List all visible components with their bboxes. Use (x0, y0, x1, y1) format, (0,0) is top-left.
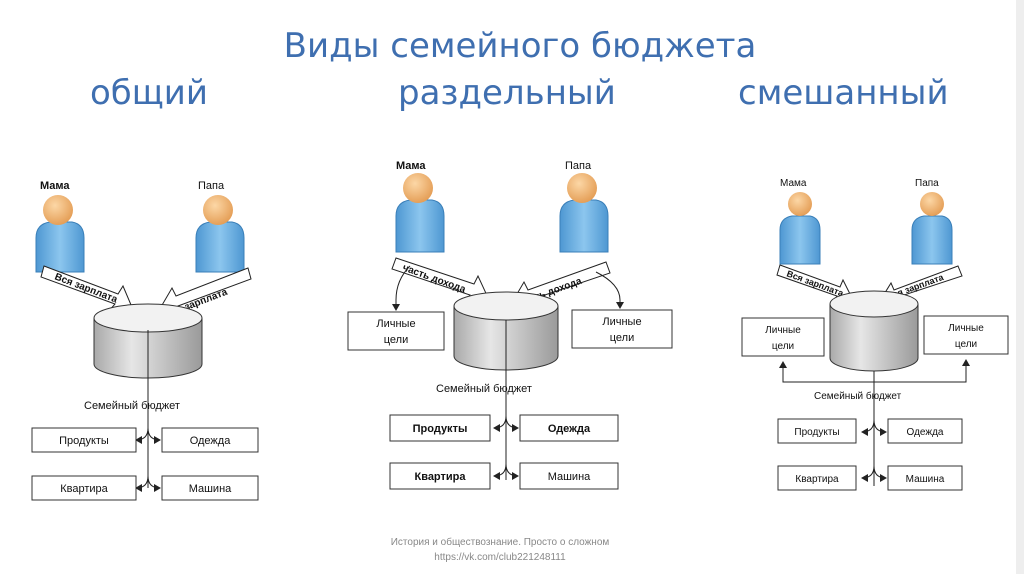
type-label-separate: раздельный (398, 73, 616, 113)
mother-icon (779, 192, 821, 265)
footer-caption: История и обществознание. Просто о сложн… (390, 537, 610, 548)
mother-label: Мама (780, 178, 807, 189)
personal-goals-box: Личные цели (923, 315, 1009, 355)
svg-text:Вся зарплата: Вся зарплата (785, 268, 845, 298)
family-budget-label: Семейный бюджет (436, 383, 532, 395)
family-budget-label: Семейный бюджет (814, 390, 902, 402)
footer-link[interactable]: https://vk.com/club221248111 (434, 552, 566, 563)
expense-box: Машина (161, 475, 259, 501)
expense-box: Одежда (161, 427, 259, 453)
personal-goals-box: Личные цели (347, 311, 445, 351)
diagram-mixed: Мама Папа Вся зарплата Вся зарплата Личн… (741, 178, 1009, 491)
expense-box: Продукты (777, 418, 857, 444)
mother-icon (35, 195, 85, 273)
svg-text:Квартира: Квартира (795, 474, 839, 485)
diagram-separate: Мама Папа часть дохода часть дохода (347, 160, 673, 490)
father-icon (195, 195, 245, 273)
expense-box: Машина (887, 465, 963, 491)
svg-text:Вся зарплата: Вся зарплата (53, 272, 119, 306)
expense-box: Продукты (389, 414, 491, 442)
father-label: Папа (915, 178, 939, 189)
svg-text:Машина: Машина (906, 474, 945, 485)
type-label-common: общий (90, 73, 208, 113)
svg-text:цели: цели (955, 339, 977, 350)
svg-text:цели: цели (610, 332, 635, 344)
svg-text:Машина: Машина (548, 471, 591, 483)
personal-goals-box: Личные цели (571, 309, 673, 349)
father-label: Папа (198, 180, 225, 192)
father-icon (559, 173, 609, 253)
svg-text:цели: цели (384, 334, 409, 346)
svg-text:Личные: Личные (602, 316, 641, 328)
svg-text:Квартира: Квартира (414, 471, 466, 483)
svg-text:Продукты: Продукты (413, 423, 468, 435)
expense-box: Квартира (777, 465, 857, 491)
slide-edge (1016, 0, 1024, 574)
svg-text:Одежда: Одежда (907, 427, 944, 438)
mother-label: Мама (40, 180, 70, 192)
father-icon (911, 192, 953, 265)
expense-box: Квартира (389, 462, 491, 490)
svg-text:Личные: Личные (948, 323, 984, 334)
diagram-common: Мама Папа Вся зарплата Вся зарплата (31, 180, 259, 501)
personal-goals-box: Личные цели (741, 317, 825, 357)
salary-arrow-left: Вся зарплата (40, 265, 135, 313)
family-budget-cylinder (829, 290, 919, 372)
mother-icon (395, 173, 445, 253)
father-label: Папа (565, 160, 592, 172)
family-budget-label: Семейный бюджет (84, 400, 180, 412)
slide-title: Виды семейного бюджета (283, 26, 757, 66)
svg-text:Личные: Личные (765, 325, 801, 336)
expense-box: Машина (519, 462, 619, 490)
svg-text:Одежда: Одежда (190, 435, 232, 447)
svg-text:Квартира: Квартира (60, 483, 108, 495)
svg-text:Одежда: Одежда (548, 423, 591, 435)
svg-text:цели: цели (772, 341, 794, 352)
expense-box: Квартира (31, 475, 137, 501)
svg-text:Продукты: Продукты (59, 435, 109, 447)
svg-text:Продукты: Продукты (794, 427, 839, 438)
svg-text:Личные: Личные (376, 318, 415, 330)
expense-box: Одежда (887, 418, 963, 444)
expense-box: Продукты (31, 427, 137, 453)
svg-text:Машина: Машина (189, 483, 232, 495)
type-label-mixed: смешанный (738, 73, 949, 113)
mother-label: Мама (396, 160, 426, 172)
footer: История и обществознание. Просто о сложн… (300, 535, 700, 565)
expense-box: Одежда (519, 414, 619, 442)
